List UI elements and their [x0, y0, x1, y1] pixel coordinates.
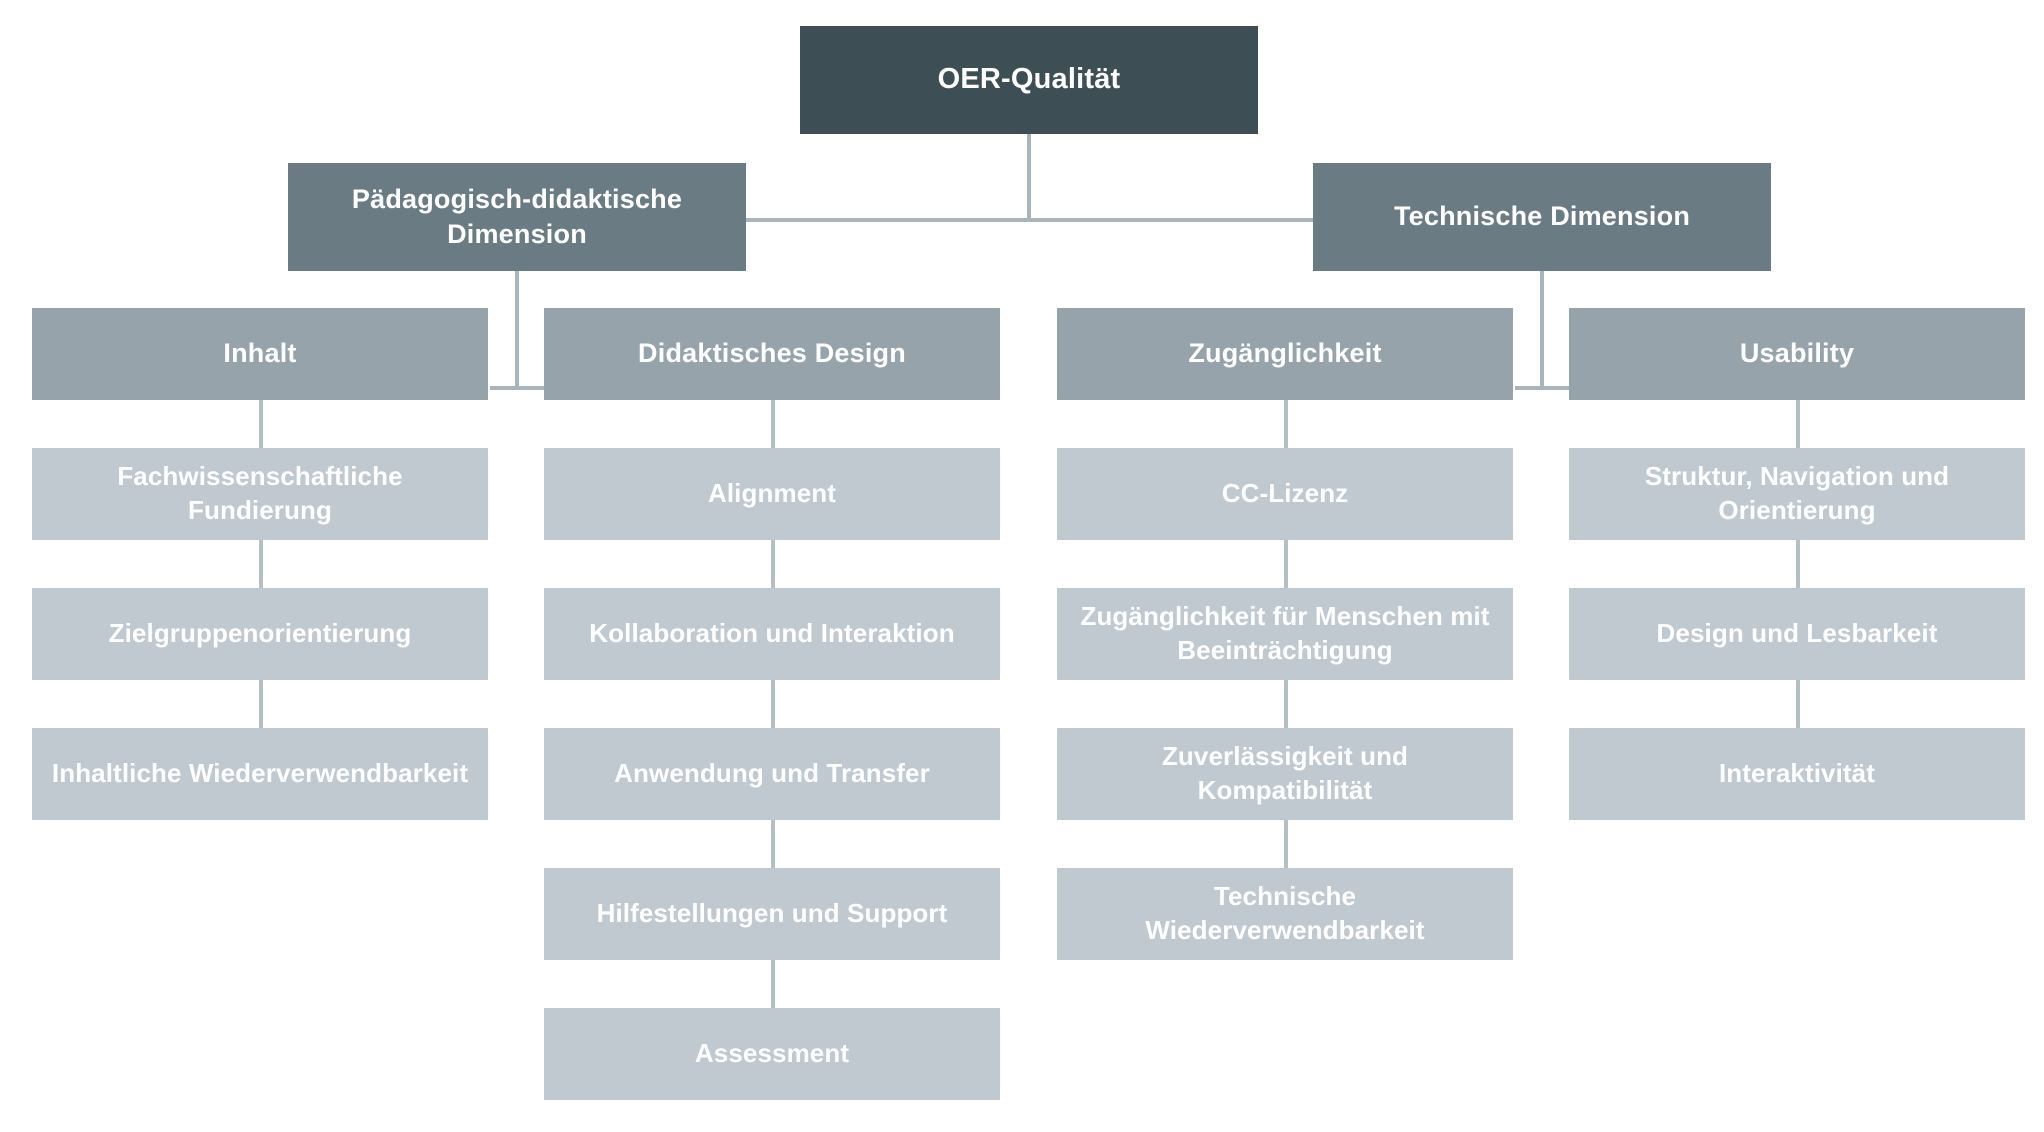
node-design-und-lesbarkeit[interactable]: Design und Lesbarkeit: [1569, 588, 2025, 680]
node-zugaenglichkeit[interactable]: Zugänglichkeit: [1057, 308, 1513, 400]
connector-dimensions-bar: [746, 218, 1313, 222]
node-label: Zielgruppenorientierung: [108, 618, 412, 649]
node-struktur-navigation-und-orientierung[interactable]: Struktur, Navigation und Orientierung: [1569, 448, 2025, 540]
connector-didaktik-4: [771, 820, 775, 868]
node-label: Struktur, Navigation und Orientierung: [1644, 461, 1950, 525]
node-inhaltliche-wiederverwendbarkeit[interactable]: Inhaltliche Wiederverwendbarkeit: [32, 728, 488, 820]
connector-zugang-3: [1284, 680, 1288, 728]
node-interaktivitaet[interactable]: Interaktivität: [1569, 728, 2025, 820]
node-label: Technische Wiederverwendbarkeit: [1145, 881, 1425, 945]
node-label: Anwendung und Transfer: [614, 758, 930, 789]
node-fachwissenschaftliche-fundierung[interactable]: Fachwissenschaftliche Fundierung: [32, 448, 488, 540]
node-technische-dimension[interactable]: Technische Dimension: [1313, 163, 1771, 271]
node-label: Kollaboration und Interaktion: [589, 618, 955, 649]
connector-zugang-2: [1284, 540, 1288, 588]
connector-didaktik-2: [771, 540, 775, 588]
connector-didaktik-1: [771, 400, 775, 448]
node-technische-wiederverwendbarkeit[interactable]: Technische Wiederverwendbarkeit: [1057, 868, 1513, 960]
node-label: Fachwissenschaftliche Fundierung: [117, 461, 403, 525]
node-label: Interaktivität: [1718, 758, 1875, 789]
node-zuverlaessigkeit-und-kompatibilitaet[interactable]: Zuverlässigkeit und Kompatibilität: [1057, 728, 1513, 820]
node-label: Zugänglichkeit für Menschen mit Beeinträ…: [1080, 601, 1490, 665]
node-label: CC-Lizenz: [1221, 478, 1349, 509]
connector-usability-2: [1796, 540, 1800, 588]
connector-zugang-1: [1284, 400, 1288, 448]
node-cc-lizenz[interactable]: CC-Lizenz: [1057, 448, 1513, 540]
connector-technical-down: [1540, 271, 1544, 388]
node-label: Usability: [1739, 338, 1855, 369]
connector-usability-3: [1796, 680, 1800, 728]
connector-usability-1: [1796, 400, 1800, 448]
node-label: OER-Qualität: [937, 63, 1121, 96]
node-label: Alignment: [707, 478, 836, 509]
node-label: Inhalt: [223, 338, 297, 369]
node-label: Zugänglichkeit: [1188, 338, 1382, 369]
node-label: Inhaltliche Wiederverwendbarkeit: [51, 758, 469, 789]
connector-pedagogic-children-bar: [490, 386, 544, 390]
node-didaktisches-design[interactable]: Didaktisches Design: [544, 308, 1000, 400]
node-label: Pädagogisch-didaktische Dimension: [351, 183, 683, 249]
node-zielgruppenorientierung[interactable]: Zielgruppenorientierung: [32, 588, 488, 680]
node-label: Didaktisches Design: [638, 338, 906, 369]
node-usability[interactable]: Usability: [1569, 308, 2025, 400]
connector-inhalt-2: [259, 540, 263, 588]
node-anwendung-und-transfer[interactable]: Anwendung und Transfer: [544, 728, 1000, 820]
node-oer-qualitaet[interactable]: OER-Qualität: [800, 26, 1258, 134]
connector-didaktik-3: [771, 680, 775, 728]
node-paedagogisch-didaktische-dimension[interactable]: Pädagogisch-didaktische Dimension: [288, 163, 746, 271]
node-label: Assessment: [694, 1038, 850, 1069]
connector-technical-children-bar: [1515, 386, 1569, 390]
node-label: Design und Lesbarkeit: [1656, 618, 1938, 649]
node-alignment[interactable]: Alignment: [544, 448, 1000, 540]
node-label: Zuverlässigkeit und Kompatibilität: [1161, 741, 1409, 805]
node-kollaboration-und-interaktion[interactable]: Kollaboration und Interaktion: [544, 588, 1000, 680]
connector-inhalt-3: [259, 680, 263, 728]
node-label: Hilfestellungen und Support: [596, 898, 948, 929]
node-inhalt[interactable]: Inhalt: [32, 308, 488, 400]
connector-inhalt-1: [259, 400, 263, 448]
connector-pedagogic-down: [515, 271, 519, 388]
node-label: Technische Dimension: [1393, 201, 1691, 232]
node-assessment[interactable]: Assessment: [544, 1008, 1000, 1100]
connector-didaktik-5: [771, 960, 775, 1008]
node-zugaenglichkeit-fuer-menschen-mit-beeintraechtigung[interactable]: Zugänglichkeit für Menschen mit Beeinträ…: [1057, 588, 1513, 680]
node-hilfestellungen-und-support[interactable]: Hilfestellungen und Support: [544, 868, 1000, 960]
connector-zugang-4: [1284, 820, 1288, 868]
connector-root-down: [1027, 134, 1031, 220]
